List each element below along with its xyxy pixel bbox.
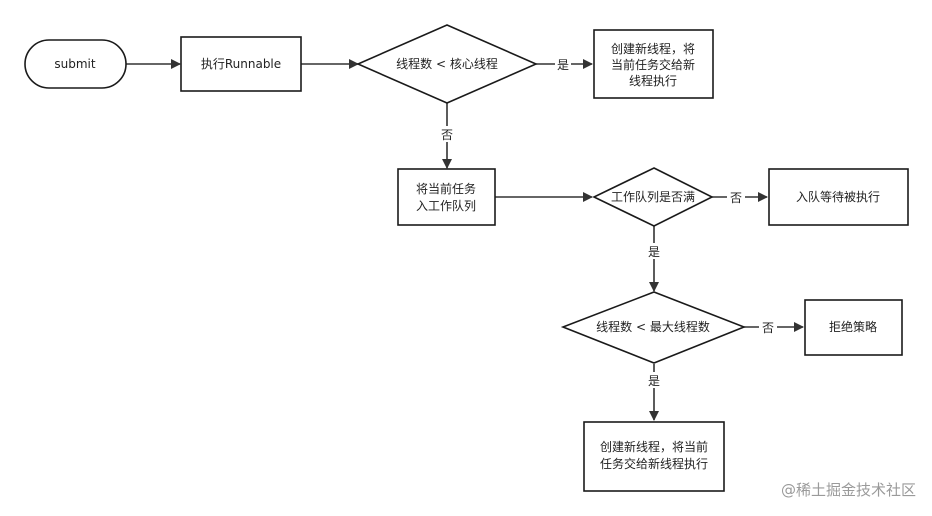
node-cond-core-label: 线程数 < 核心线程 xyxy=(396,56,498,71)
node-cond-max: 线程数 < 最大线程数 xyxy=(560,291,747,364)
node-cond-max-label: 线程数 < 最大线程数 xyxy=(596,319,710,334)
node-cond-queue-full: 工作队列是否满 xyxy=(592,167,714,227)
edge-label-no-max: 否 xyxy=(762,321,774,335)
node-submit: submit xyxy=(24,39,127,89)
edge-label-yes-core: 是 xyxy=(557,58,569,72)
node-create-thread-1-line-1: 创建新线程，将 xyxy=(611,41,695,56)
node-cond-queue-full-label: 工作队列是否满 xyxy=(611,189,695,204)
node-reject-label: 拒绝策略 xyxy=(829,319,877,334)
node-create-thread-2: 创建新线程，将当前 任务交给新线程执行 xyxy=(583,421,725,492)
node-reject: 拒绝策略 xyxy=(804,299,903,356)
node-enqueue-line-1: 将当前任务 xyxy=(416,181,476,196)
node-exec-runnable-label: 执行Runnable xyxy=(201,57,281,71)
edge-label-yes-queue: 是 xyxy=(648,245,660,259)
node-create-thread-2-line-1: 创建新线程，将当前 xyxy=(600,439,708,454)
edge-label-no-queue: 否 xyxy=(730,191,742,205)
node-enqueue-line-2: 入工作队列 xyxy=(416,198,476,213)
node-wait-exec: 入队等待被执行 xyxy=(768,168,909,226)
node-enqueue: 将当前任务 入工作队列 xyxy=(397,168,496,226)
edge-label-no-core: 否 xyxy=(441,128,453,142)
node-create-thread-2-line-2: 任务交给新线程执行 xyxy=(600,456,708,471)
edge-label-yes-max: 是 xyxy=(648,374,660,388)
node-submit-label: submit xyxy=(54,57,95,71)
node-wait-exec-label: 入队等待被执行 xyxy=(796,189,880,204)
node-create-thread-1: 创建新线程，将 当前任务交给新 线程执行 xyxy=(593,29,714,99)
node-create-thread-1-line-2: 当前任务交给新 xyxy=(611,57,695,72)
node-create-thread-1-line-3: 线程执行 xyxy=(629,73,677,88)
node-exec-runnable: 执行Runnable xyxy=(180,36,302,92)
node-cond-core: 线程数 < 核心线程 xyxy=(356,24,538,104)
watermark: @稀土掘金技术社区 xyxy=(781,481,916,499)
